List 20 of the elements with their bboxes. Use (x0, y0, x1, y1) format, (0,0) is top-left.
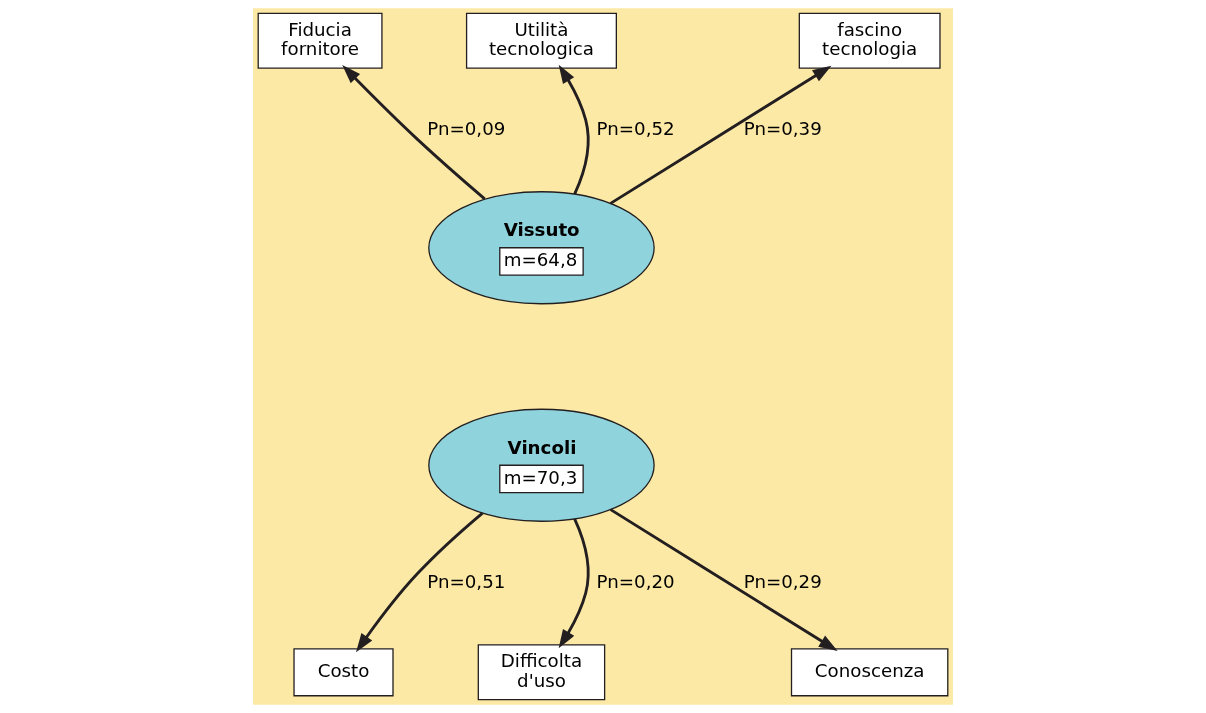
node-ellipse: Vissuto m=64,8 (428, 191, 655, 305)
edge-label: Pn=0,51 (427, 570, 506, 592)
arrow (558, 64, 590, 195)
arrow (609, 508, 838, 652)
arrow (356, 512, 484, 653)
edge-label: Pn=0,20 (596, 570, 675, 592)
arrow (558, 518, 590, 649)
edge-label: Pn=0,52 (596, 117, 675, 139)
node-box: Fiducia fornitore (257, 12, 383, 69)
node-ellipse: Vincoli m=70,3 (428, 408, 655, 522)
edge-label: Pn=0,09 (427, 117, 506, 139)
node-box: Difficolta d'uso (477, 644, 606, 701)
node-box: fascino tecnologia (798, 12, 941, 69)
node-box: Utilità tecnologica (465, 12, 617, 69)
arrow (342, 65, 486, 201)
edge-label: Pn=0,39 (743, 117, 822, 139)
node-box: Costo (293, 648, 394, 697)
arrow (609, 65, 832, 205)
edge-label: Pn=0,29 (743, 570, 822, 592)
node-box: Conoscenza (790, 648, 949, 697)
